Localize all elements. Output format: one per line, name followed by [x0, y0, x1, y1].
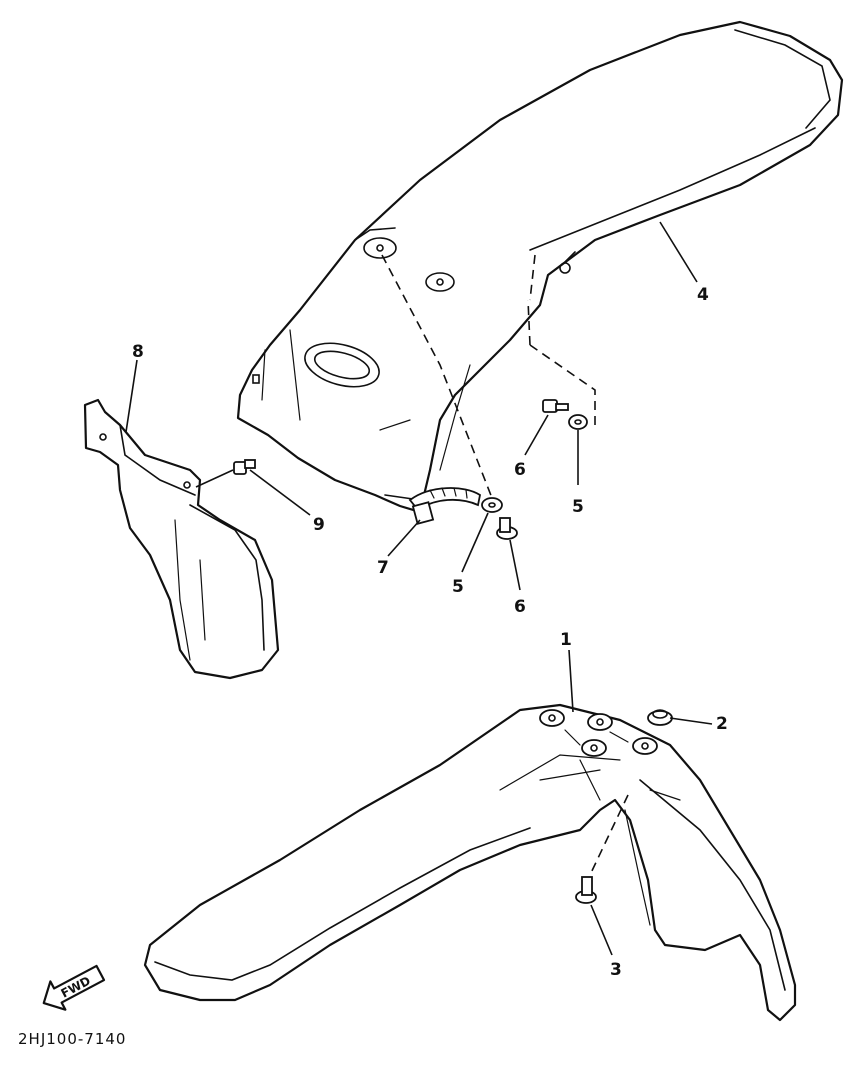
fwd-arrow-icon: FWD: [42, 964, 106, 1011]
callout-5-upper: 5: [572, 497, 584, 517]
bolt-6-lower: [496, 517, 518, 540]
leader-7: [387, 519, 421, 557]
washer-5-upper: [568, 414, 588, 430]
leader-9: [249, 469, 311, 516]
callout-7: 7: [377, 558, 389, 578]
front-fender: [143, 703, 797, 1022]
bolt-9: [233, 459, 256, 475]
rear-fender: [236, 20, 844, 525]
leader-8: [125, 359, 138, 433]
leader-6a: [524, 414, 549, 456]
callout-3: 3: [610, 960, 622, 980]
callout-9: 9: [313, 515, 325, 535]
callout-6-lower: 6: [514, 597, 526, 617]
leader-9-tail: [195, 469, 234, 488]
bolt-3: [575, 876, 597, 904]
washer-5-lower: [481, 497, 503, 513]
leader-4: [659, 221, 698, 283]
diagram-code: 2HJ100-7140: [18, 1030, 126, 1048]
leader-2: [669, 717, 713, 725]
strap-clamp: [408, 487, 482, 525]
callout-5-lower: 5: [452, 577, 464, 597]
leader-5b: [461, 512, 489, 573]
callout-4: 4: [697, 285, 709, 305]
callout-6-upper: 6: [514, 460, 526, 480]
bolt-6-upper: [542, 399, 569, 413]
callout-8: 8: [132, 342, 144, 362]
mud-flap: [83, 398, 280, 680]
callout-1: 1: [560, 630, 572, 650]
leader-1: [568, 649, 574, 713]
leader-3: [590, 904, 613, 956]
leader-6b: [509, 539, 521, 591]
callout-2: 2: [716, 714, 728, 734]
bolt-2: [647, 709, 673, 726]
assembly-line-rear: [381, 254, 493, 499]
